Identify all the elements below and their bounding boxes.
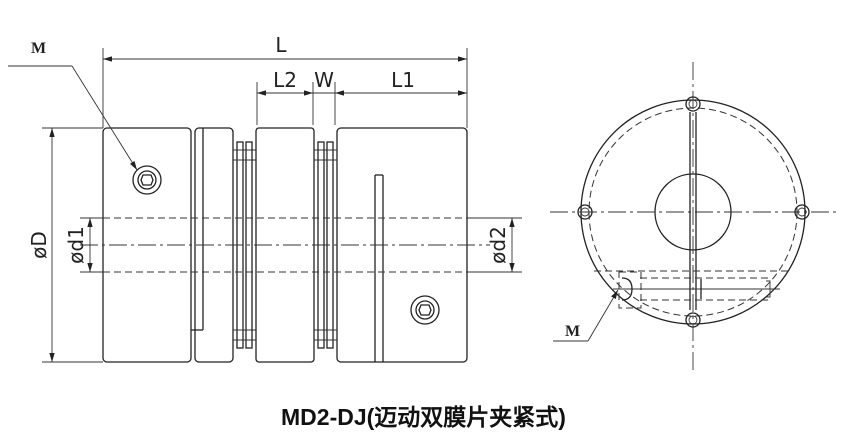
dim-label-d1: ød1	[64, 226, 88, 264]
dim-label-L: L	[275, 33, 287, 57]
label-M-side: M	[31, 40, 46, 57]
dim-label-D: øD	[27, 231, 51, 259]
dim-label-W: W	[314, 68, 334, 92]
side-view: L L2 W L1	[8, 33, 522, 363]
clamp-screw-bottom	[410, 295, 440, 325]
bolt-holes	[577, 96, 810, 328]
drawing-title: MD2-DJ(迈动双膜片夹紧式)	[281, 404, 566, 430]
clamp-screw-top	[132, 165, 162, 195]
dim-label-L1: L1	[391, 68, 415, 92]
dim-label-d2: ød2	[486, 226, 510, 264]
front-view: M	[550, 62, 836, 370]
label-M-front: M	[565, 323, 580, 340]
dim-label-L2: L2	[273, 68, 297, 92]
